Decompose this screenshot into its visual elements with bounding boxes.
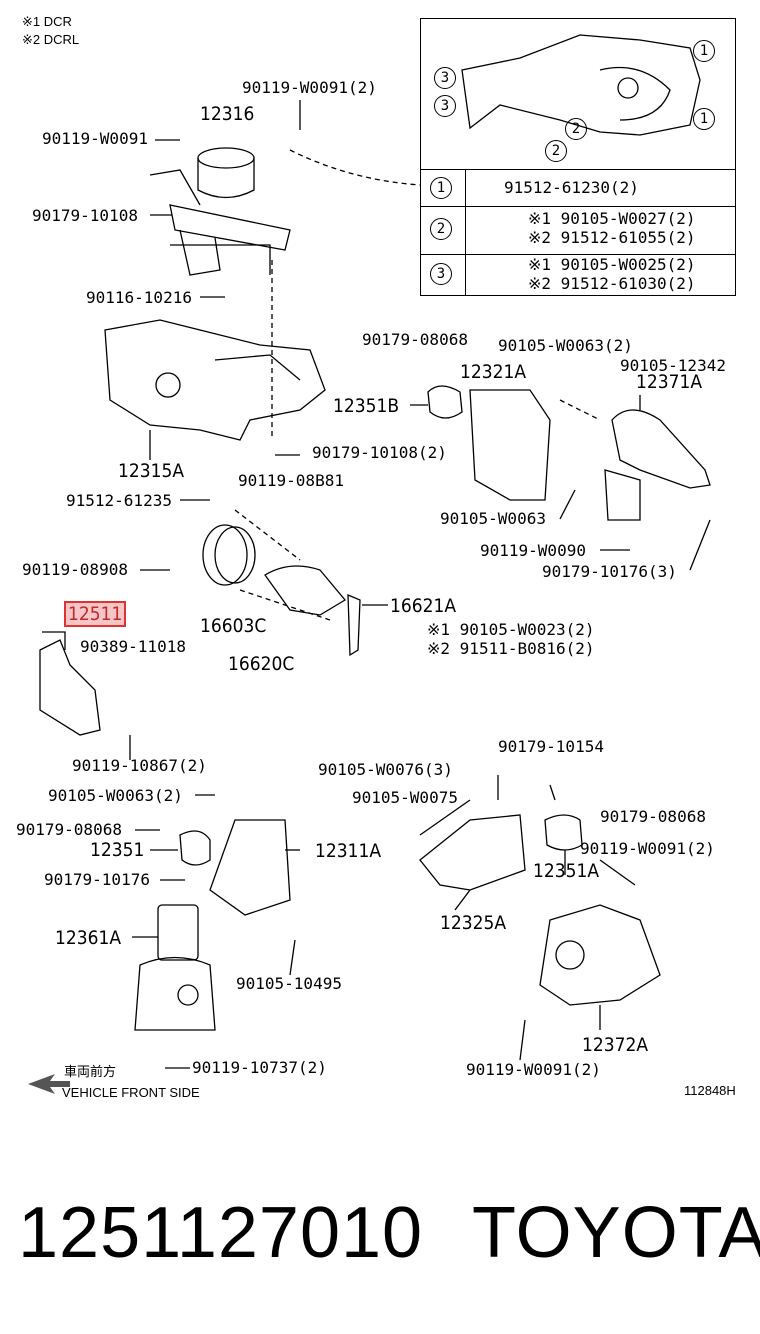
label-90179-08068-c: 90179-08068	[600, 807, 706, 826]
legend-row-2-part-b: ※2 91512-61055(2)	[528, 228, 696, 247]
label-90105-w0076-3: 90105-W0076(3)	[318, 760, 453, 779]
legend-row-3-num: 3	[430, 263, 452, 285]
inset-marker-1a: 1	[693, 40, 715, 62]
legend-row-2-part-a: ※1 90105-W0027(2)	[528, 209, 696, 228]
label-90119-10737-2: 90119-10737(2)	[192, 1058, 327, 1077]
inset-marker-3b: 3	[434, 95, 456, 117]
label-90179-10176-3: 90179-10176(3)	[542, 562, 677, 581]
vehicle-front-arrow	[28, 1074, 70, 1094]
footer-brand: TOYOTA	[472, 1193, 760, 1273]
label-12361a: 12361A	[55, 927, 122, 949]
label-12316: 12316	[200, 103, 255, 125]
inset-legend-box	[420, 18, 736, 296]
label-12511-highlighted[interactable]: 12511	[63, 601, 127, 627]
label-90119-w0091-2: 90119-W0091(2)	[242, 78, 377, 97]
label-90105-w0063: 90105-W0063	[440, 509, 546, 528]
label-12351a: 12351A	[533, 860, 600, 882]
legend-row-1-num: 1	[430, 177, 452, 199]
inset-marker-2a: 2	[565, 118, 587, 140]
figure-code: 112848H	[684, 1083, 736, 1098]
label-16603c: 16603C	[200, 615, 267, 637]
label-90119-w0091-2b: 90119-W0091(2)	[580, 839, 715, 858]
label-16621a: 16621A	[390, 595, 457, 617]
label-90119-08908: 90119-08908	[22, 560, 128, 579]
label-12321a: 12321A	[460, 361, 527, 383]
label-12371a: 12371A	[636, 371, 703, 393]
label-16620c: 16620C	[228, 653, 295, 675]
label-90119-w0091: 90119-W0091	[42, 129, 148, 148]
label-12351: 12351	[90, 839, 145, 861]
label-90105-w0063-2b: 90105-W0063(2)	[48, 786, 183, 805]
mount-12316-top	[197, 147, 255, 169]
label-90119-w0091-2c: 90119-W0091(2)	[466, 1060, 601, 1079]
label-12372a: 12372A	[582, 1034, 649, 1056]
highlighted-part-number: 12511	[63, 601, 127, 627]
label-90179-10176: 90179-10176	[44, 870, 150, 889]
label-90116-10216: 90116-10216	[86, 288, 192, 307]
label-12325a: 12325A	[440, 912, 507, 934]
label-90389-11018: 90389-11018	[80, 637, 186, 656]
label-90119-08b81: 90119-08B81	[238, 471, 344, 490]
note-dcrl: ※2 DCRL	[22, 32, 80, 47]
label-90179-08068-a: 90179-08068	[362, 330, 468, 349]
label-90105-w0063-2a: 90105-W0063(2)	[498, 336, 633, 355]
label-91511-b0816-2: ※2 91511-B0816(2)	[427, 639, 595, 658]
label-90179-10108-2: 90179-10108(2)	[312, 443, 447, 462]
label-12311a: 12311A	[315, 840, 382, 862]
label-91512-61235: 91512-61235	[66, 491, 172, 510]
label-90119-w0090: 90119-W0090	[480, 541, 586, 560]
label-90105-w0075: 90105-W0075	[352, 788, 458, 807]
legend-row-3-part-b: ※2 91512-61030(2)	[528, 274, 696, 293]
label-90119-10867-2: 90119-10867(2)	[72, 756, 207, 775]
label-90179-08068-b: 90179-08068	[16, 820, 122, 839]
pulley-16603c	[202, 524, 248, 586]
inset-marker-3a: 3	[434, 67, 456, 89]
note-dcr: ※1 DCR	[22, 14, 72, 29]
label-12351b: 12351B	[333, 395, 400, 417]
label-90105-10495: 90105-10495	[236, 974, 342, 993]
bracket-12315a-outline	[104, 319, 326, 441]
inset-marker-1b: 1	[693, 108, 715, 130]
label-90105-w0023-2: ※1 90105-W0023(2)	[427, 620, 595, 639]
legend-row-2-num: 2	[430, 218, 452, 240]
vehicle-front-en: VEHICLE FRONT SIDE	[62, 1085, 200, 1100]
legend-row-3-part-a: ※1 90105-W0025(2)	[528, 255, 696, 274]
vehicle-front-jp: 車両前方	[64, 1064, 117, 1079]
footer-part-number: 1251127010	[18, 1193, 424, 1273]
legend-row-1-part: 91512-61230(2)	[504, 178, 639, 197]
label-90179-10108: 90179-10108	[32, 206, 138, 225]
label-90179-10154: 90179-10154	[498, 737, 604, 756]
label-12315a: 12315A	[118, 460, 185, 482]
bracket-12511	[39, 639, 101, 736]
inset-marker-2b: 2	[545, 140, 567, 162]
inset-housing-outline	[461, 34, 701, 136]
label-90105-12342: 90105-12342	[620, 356, 726, 375]
